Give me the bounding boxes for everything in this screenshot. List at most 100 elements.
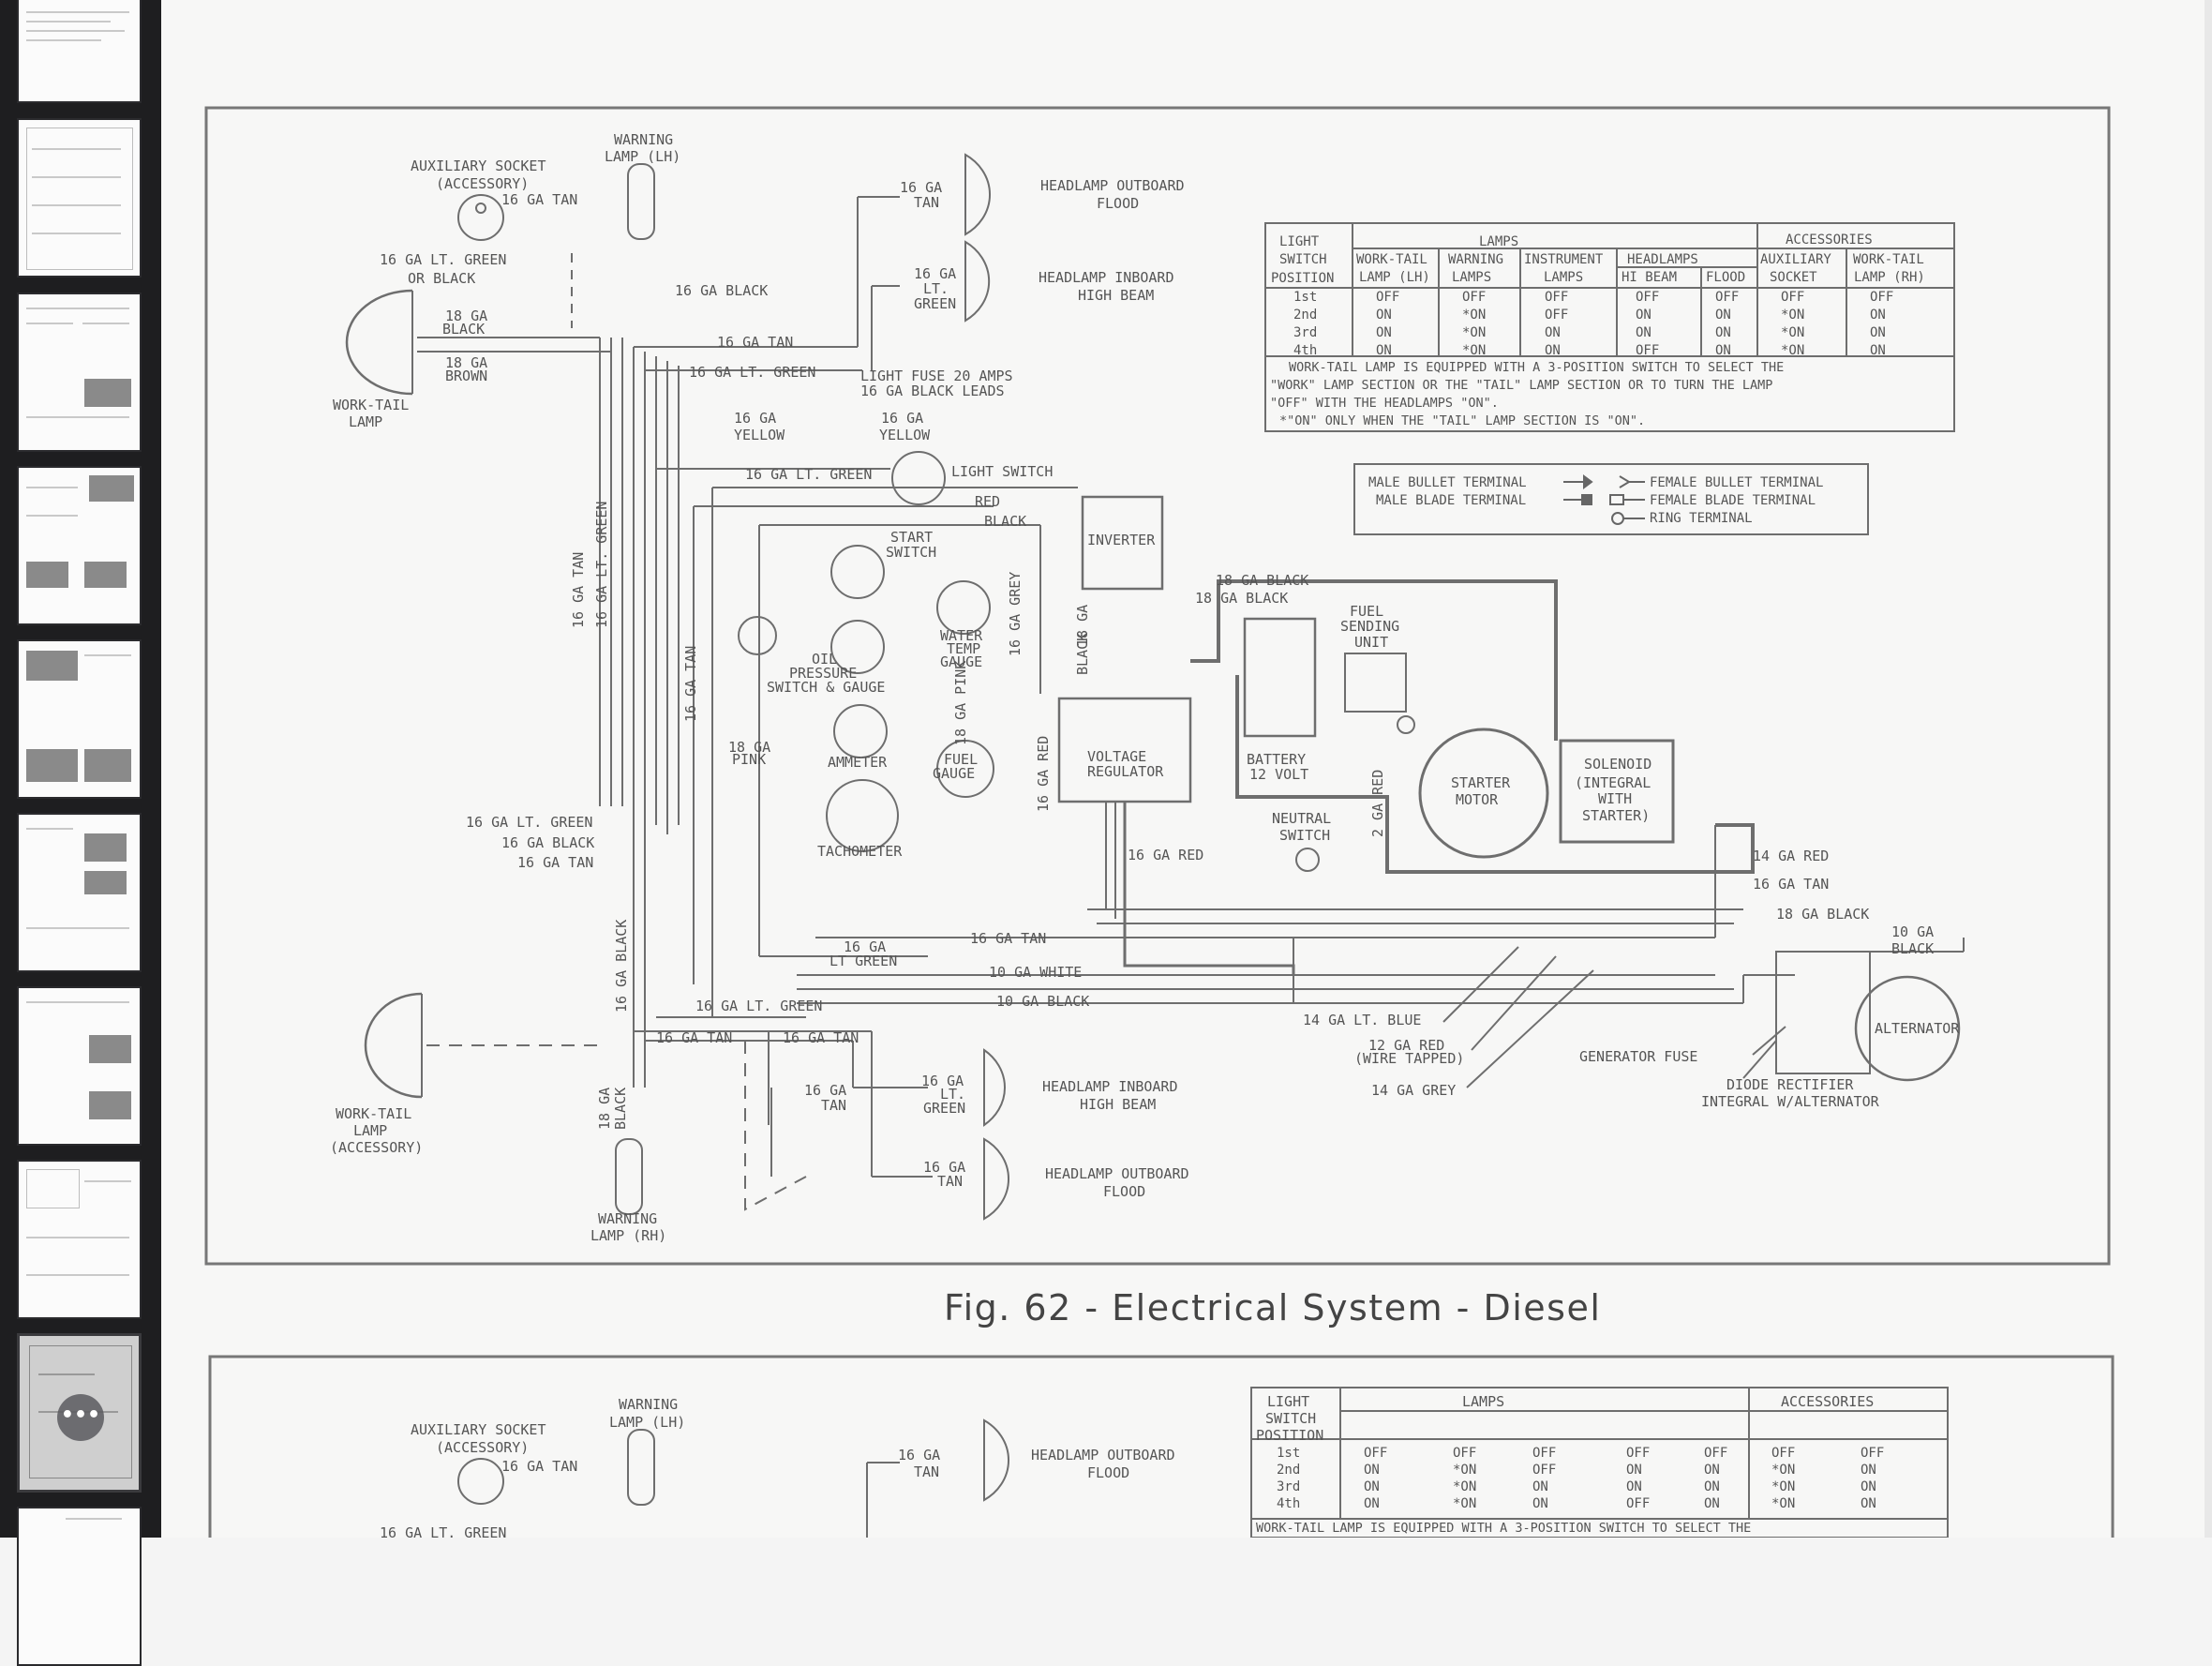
table-header: LIGHT [1279,234,1320,249]
wire-label: 18 GA BLACK [1195,590,1288,607]
label-warning-rh-2: LAMP (RH) [590,1227,666,1244]
wire-label: 16 GA LT. GREEN [380,251,506,268]
table-cell: OFF [1545,290,1568,305]
wire-label: TAN [821,1097,846,1114]
table-cell: *ON [1462,325,1486,340]
label-work-tail: WORK-TAIL [333,397,409,413]
more-options-button[interactable]: ••• [57,1394,104,1441]
table-header: SWITCH [1279,252,1327,267]
label-voltage-regulator-2: REGULATOR [1087,763,1164,780]
table-cell: *ON [1462,308,1486,323]
label-headlamp-inboard-bottom-2: HIGH BEAM [1080,1096,1156,1113]
table-header: LIGHT [1267,1393,1309,1410]
label-neutral-switch: NEUTRAL [1272,810,1331,827]
table-header: LAMP (RH) [1854,270,1925,285]
wire-label: 16 GA TAN [682,646,699,722]
wire-label: 16 GA LT. GREEN [380,1524,506,1538]
table-header: WORK-TAIL [1853,252,1924,267]
label-solenoid-2: (INTEGRAL [1575,774,1651,791]
table-cell: ON [1861,1479,1876,1494]
table-cell: OFF [1715,290,1739,305]
table-cell: OFF [1771,1446,1795,1461]
table-cell: OFF [1704,1446,1727,1461]
page-thumbnail-sidebar: ••• [0,0,161,1666]
wire-label: 18 GA BLACK [1216,572,1308,589]
label-fuel-gauge: FUEL [944,751,978,768]
wire-label: BROWN [445,368,487,384]
table-cell: ON [1870,308,1886,323]
wire-label: 16 GA TAN [501,191,577,208]
table-cell: OFF [1532,1446,1556,1461]
table-cell: 1st [1277,1446,1300,1461]
wire-label: BLACK [1074,633,1091,675]
scrollbar[interactable] [2205,0,2212,1538]
table-cell: *ON [1771,1496,1795,1511]
label-headlamp-outboard-bottom: HEADLAMP OUTBOARD [1045,1165,1189,1182]
wire-label: 10 GA WHITE [989,964,1082,981]
table-cell: 2nd [1293,308,1317,323]
page-thumbnail[interactable] [17,1160,142,1319]
table-cell: 3rd [1293,325,1317,340]
label-work-tail-acc: WORK-TAIL [336,1105,411,1122]
label-headlamp-outboard-2: FLOOD [1097,195,1139,212]
table-cell: ON [1545,325,1561,340]
table-note: WORK-TAIL LAMP IS EQUIPPED WITH A 3-POSI… [1270,360,1784,428]
table-cell: ON [1870,325,1886,340]
table-cell: ON [1861,1496,1876,1511]
table-cell: OFF [1870,290,1893,305]
label-solenoid: SOLENOID [1584,756,1652,773]
wire-label: BLACK [984,513,1026,530]
label-fuel-sending-2: SENDING [1340,618,1399,635]
label-headlamp-inboard: HEADLAMP INBOARD [1039,269,1174,286]
wire-label: PINK [732,751,766,768]
page-thumbnail[interactable] [17,118,142,278]
table-cell: ON [1704,1463,1720,1478]
table-cell: ON [1532,1496,1548,1511]
wire-label: LT GREEN [830,953,897,969]
label-headlamp-outboard-b-2: FLOOD [1087,1464,1129,1481]
wire-label: 16 GA BLACK [675,282,768,299]
wire-label: 16 GA GREY [1007,572,1024,656]
page-thumbnail[interactable] [17,639,142,799]
label-generator-fuse: GENERATOR FUSE [1579,1048,1697,1065]
wire-label: 16 GA TAN [570,552,587,628]
table-cell: ON [1861,1463,1876,1478]
table-cell: ON [1364,1479,1380,1494]
legend-item: MALE BLADE TERMINAL [1376,493,1526,508]
page-thumbnail[interactable] [17,293,142,452]
page-thumbnail[interactable] [17,986,142,1146]
table-group-header: LAMPS [1479,234,1518,249]
wire-label: 18 GA [1074,605,1091,647]
table-header: INSTRUMENT [1524,252,1604,267]
wire-label: 16 GA [921,1073,964,1089]
label-battery: BATTERY [1247,751,1306,768]
label-headlamp-outboard-bottom-2: FLOOD [1103,1183,1145,1200]
page-thumbnail[interactable] [17,0,142,103]
wire-label: 16 GA TAN [501,1458,577,1475]
wire-label: 16 GA LT. GREEN [695,998,822,1014]
wire-label: 16 GA BLACK [613,920,630,1013]
table-header: POSITION [1271,271,1334,286]
wire-label: 16 GA TAN [1753,876,1829,893]
legend-item: RING TERMINAL [1650,511,1753,526]
label-tachometer: TACHOMETER [817,843,903,860]
legend-item: FEMALE BLADE TERMINAL [1650,493,1816,508]
table-header: SWITCH [1265,1410,1316,1427]
label-alternator: ALTERNATOR [1875,1020,1960,1037]
page-thumbnail-current[interactable]: ••• [17,1333,142,1493]
legend-item: FEMALE BULLET TERMINAL [1650,475,1823,490]
table-cell: OFF [1532,1463,1556,1478]
table-cell: ON [1364,1496,1380,1511]
page-thumbnail[interactable] [17,466,142,625]
page-thumbnail[interactable] [17,813,142,972]
table-note-line: *"ON" ONLY WHEN THE "TAIL" LAMP SECTION … [1279,413,1645,428]
table-cell: 3rd [1277,1479,1300,1494]
wire-label: 16 GA LT. GREEN [593,502,610,628]
table-cell: *ON [1781,308,1804,323]
table-cell: ON [1626,1479,1642,1494]
wire-label: 16 GA [844,938,886,955]
wire-label: 16 GA RED [1035,736,1052,812]
table-header: WARNING [1448,252,1503,267]
table-header: LAMP (LH) [1359,270,1430,285]
page-thumbnail[interactable] [17,1507,142,1666]
